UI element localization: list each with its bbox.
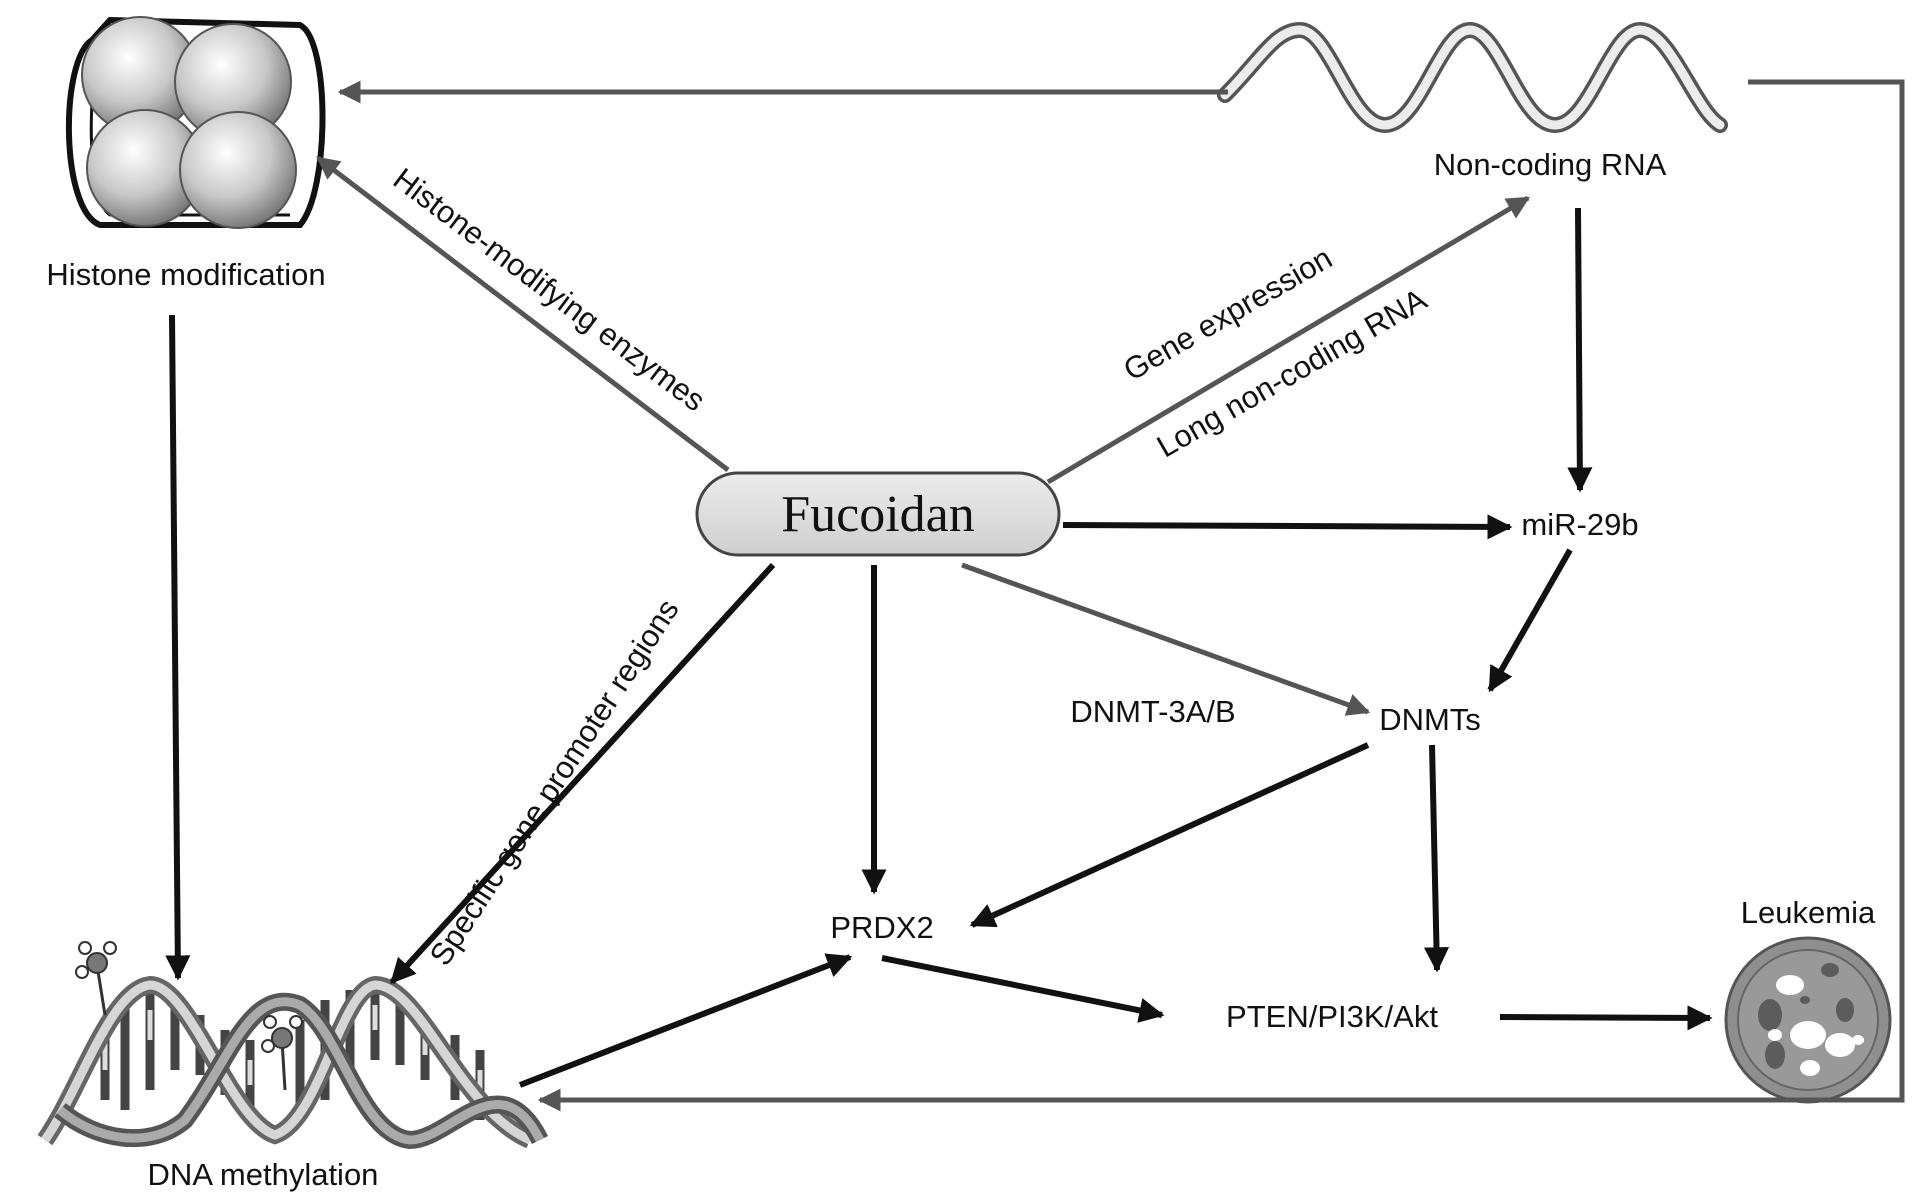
- feedback-loop-arrows: [337, 79, 1905, 1112]
- arrow-dnmts-to-pten: [1423, 744, 1450, 973]
- leukemia-cell-icon: [1724, 936, 1892, 1104]
- prdx2-label: PRDX2: [830, 910, 933, 945]
- histone-modification-label: Histone modification: [46, 257, 325, 292]
- arrow-histone-to-dna: [165, 314, 191, 981]
- methyl-group-icon: [75, 941, 117, 1016]
- pten-pi3k-akt-label: PTEN/PI3K/Akt: [1226, 999, 1438, 1034]
- dna-methylation-label: DNA methylation: [148, 1157, 379, 1192]
- dnmt-3ab-label: DNMT-3A/B: [1070, 694, 1235, 729]
- arrow-fucoidan-to-mir: [1062, 514, 1513, 540]
- dnmts-label: DNMTs: [1379, 702, 1481, 737]
- arrow-ncrna-to-mir: [1567, 207, 1593, 493]
- arrow-dnmts-to-prdx2: [969, 742, 1370, 928]
- histone-modifying-enzymes-label: Histone-modifying enzymes: [387, 161, 712, 418]
- arrow-dna-to-prdx2: [518, 953, 853, 1088]
- methyl-group-icon: [261, 1015, 303, 1091]
- arrow-fucoidan-to-ncrna: [1046, 195, 1530, 485]
- specific-gene-promoter-regions-label: Specific gene promoter regions: [423, 593, 686, 972]
- arrow-fucoidan-to-dna: [389, 562, 776, 985]
- arrow-prdx2-to-pten: [881, 955, 1165, 1023]
- arrow-mir-to-dnmts: [1487, 548, 1573, 693]
- mir-29b-label: miR-29b: [1521, 507, 1638, 542]
- fucoidan-label: Fucoidan: [781, 486, 975, 543]
- non-coding-rna-label: Non-coding RNA: [1434, 147, 1667, 182]
- histone-icon: [66, 16, 326, 229]
- arrow-ncrna-to-dna-loop: [537, 79, 1905, 1112]
- arrow-fucoidan-to-dnmts: [961, 562, 1371, 716]
- non-coding-rna-icon: [1217, 21, 1728, 134]
- leukemia-label: Leukemia: [1741, 895, 1876, 930]
- fucoidan-node: Fucoidan: [695, 471, 1061, 557]
- long-non-coding-rna-label: Long non-coding RNA: [1151, 281, 1433, 464]
- arrow-pten-to-leukemia: [1499, 1005, 1713, 1031]
- arrow-fucoidan-to-histone: [316, 156, 730, 472]
- dna-helix-icon: [37, 941, 549, 1150]
